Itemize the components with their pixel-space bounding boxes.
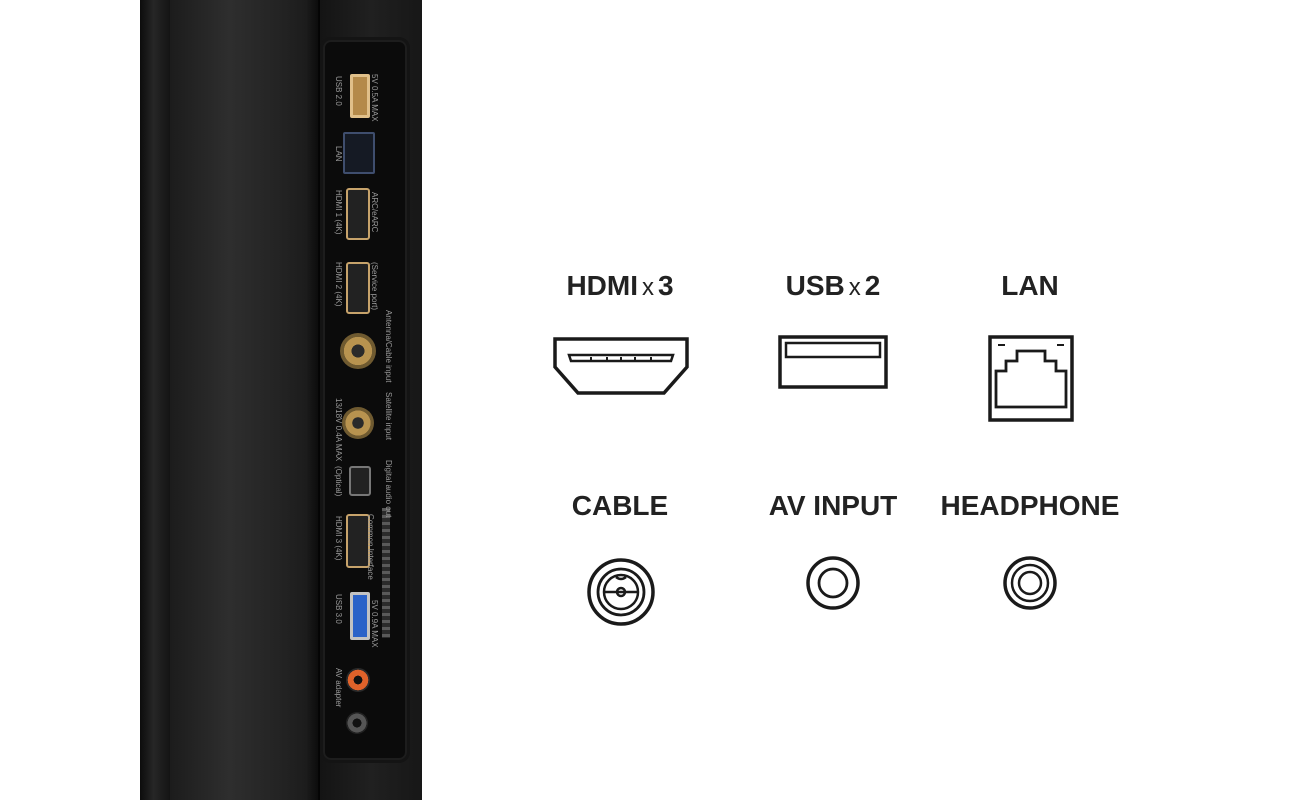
lan-port-icon bbox=[988, 335, 1074, 422]
tv-label-optical: (Optical) bbox=[334, 466, 343, 497]
tv-label-usb2: USB 2.0 bbox=[334, 76, 343, 106]
cable-title: CABLE bbox=[520, 490, 720, 522]
hdmi-label: HDMI bbox=[566, 270, 638, 301]
lan-label: LAN bbox=[1001, 270, 1059, 301]
headphone-title: HEADPHONE bbox=[930, 490, 1130, 522]
av-input-label: AV INPUT bbox=[768, 490, 898, 521]
tv-label-antenna: Antenna/Cable input bbox=[384, 310, 393, 383]
tv-headphone-port bbox=[346, 712, 368, 734]
tv-label-digital-audio: Digital audio out bbox=[384, 460, 393, 518]
tv-label-usb3-rating: 5V 0.9A MAX bbox=[370, 600, 379, 648]
tv-label-av-adapter: AV adapter bbox=[334, 668, 343, 708]
headphone-label: HEADPHONE bbox=[940, 490, 1120, 521]
tv-ci-slot bbox=[382, 508, 390, 638]
feature-cable: CABLE bbox=[520, 485, 720, 645]
tv-av-port bbox=[346, 668, 370, 692]
hdmi-multiplier: x bbox=[641, 274, 654, 301]
tv-label-satellite-rating: 13/18V 0.4A MAX bbox=[334, 398, 343, 462]
feature-headphone: HEADPHONE bbox=[930, 485, 1130, 645]
feature-av-input: AV INPUT bbox=[733, 485, 933, 645]
tv-label-hdmi1-sub: ARC/eARC bbox=[370, 192, 379, 233]
usb-label: USB bbox=[785, 270, 845, 301]
tv-antenna-port bbox=[340, 333, 376, 369]
tv-label-lan: LAN bbox=[334, 146, 343, 162]
coax-cable-icon bbox=[587, 558, 655, 626]
usb-multiplier: x bbox=[848, 274, 861, 301]
av-input-title: AV INPUT bbox=[733, 490, 933, 522]
tv-label-usb3: USB 3.0 bbox=[334, 594, 343, 624]
tv-lan-port bbox=[343, 132, 375, 174]
cable-label: CABLE bbox=[571, 490, 669, 521]
tv-label-hdmi2-sub: (Service port) bbox=[370, 262, 379, 311]
tv-satellite-port bbox=[342, 407, 374, 439]
tv-usb2-port bbox=[350, 74, 370, 118]
tv-hdmi2-port bbox=[346, 262, 370, 314]
hdmi-count: 3 bbox=[657, 270, 674, 301]
tv-label-satellite: Satellite input bbox=[384, 392, 393, 441]
tv-label-hdmi3: HDMI 3 (4K) bbox=[334, 516, 343, 561]
tv-back-shell bbox=[170, 0, 320, 800]
tv-bezel bbox=[140, 0, 170, 800]
tv-optical-port bbox=[349, 466, 371, 496]
usb-port-icon bbox=[778, 335, 888, 389]
tv-label-hdmi2: HDMI 2 (4K) bbox=[334, 262, 343, 307]
tv-usb3-port bbox=[350, 592, 370, 640]
hdmi-port-icon bbox=[553, 337, 689, 395]
tv-label-usb2-rating: 5V 0.5A MAX bbox=[370, 74, 379, 122]
lan-title: LAN bbox=[930, 270, 1130, 302]
headphone-jack-icon bbox=[1003, 556, 1057, 610]
tv-label-hdmi1: HDMI 1 (4K) bbox=[334, 190, 343, 235]
av-jack-icon bbox=[806, 556, 860, 610]
tv-label-common-interface: Common Interface bbox=[366, 514, 375, 580]
tv-hdmi1-port bbox=[346, 188, 370, 240]
usb-count: 2 bbox=[864, 270, 881, 301]
feature-lan: LAN bbox=[930, 265, 1130, 425]
tv-hdmi3-port bbox=[346, 514, 370, 568]
